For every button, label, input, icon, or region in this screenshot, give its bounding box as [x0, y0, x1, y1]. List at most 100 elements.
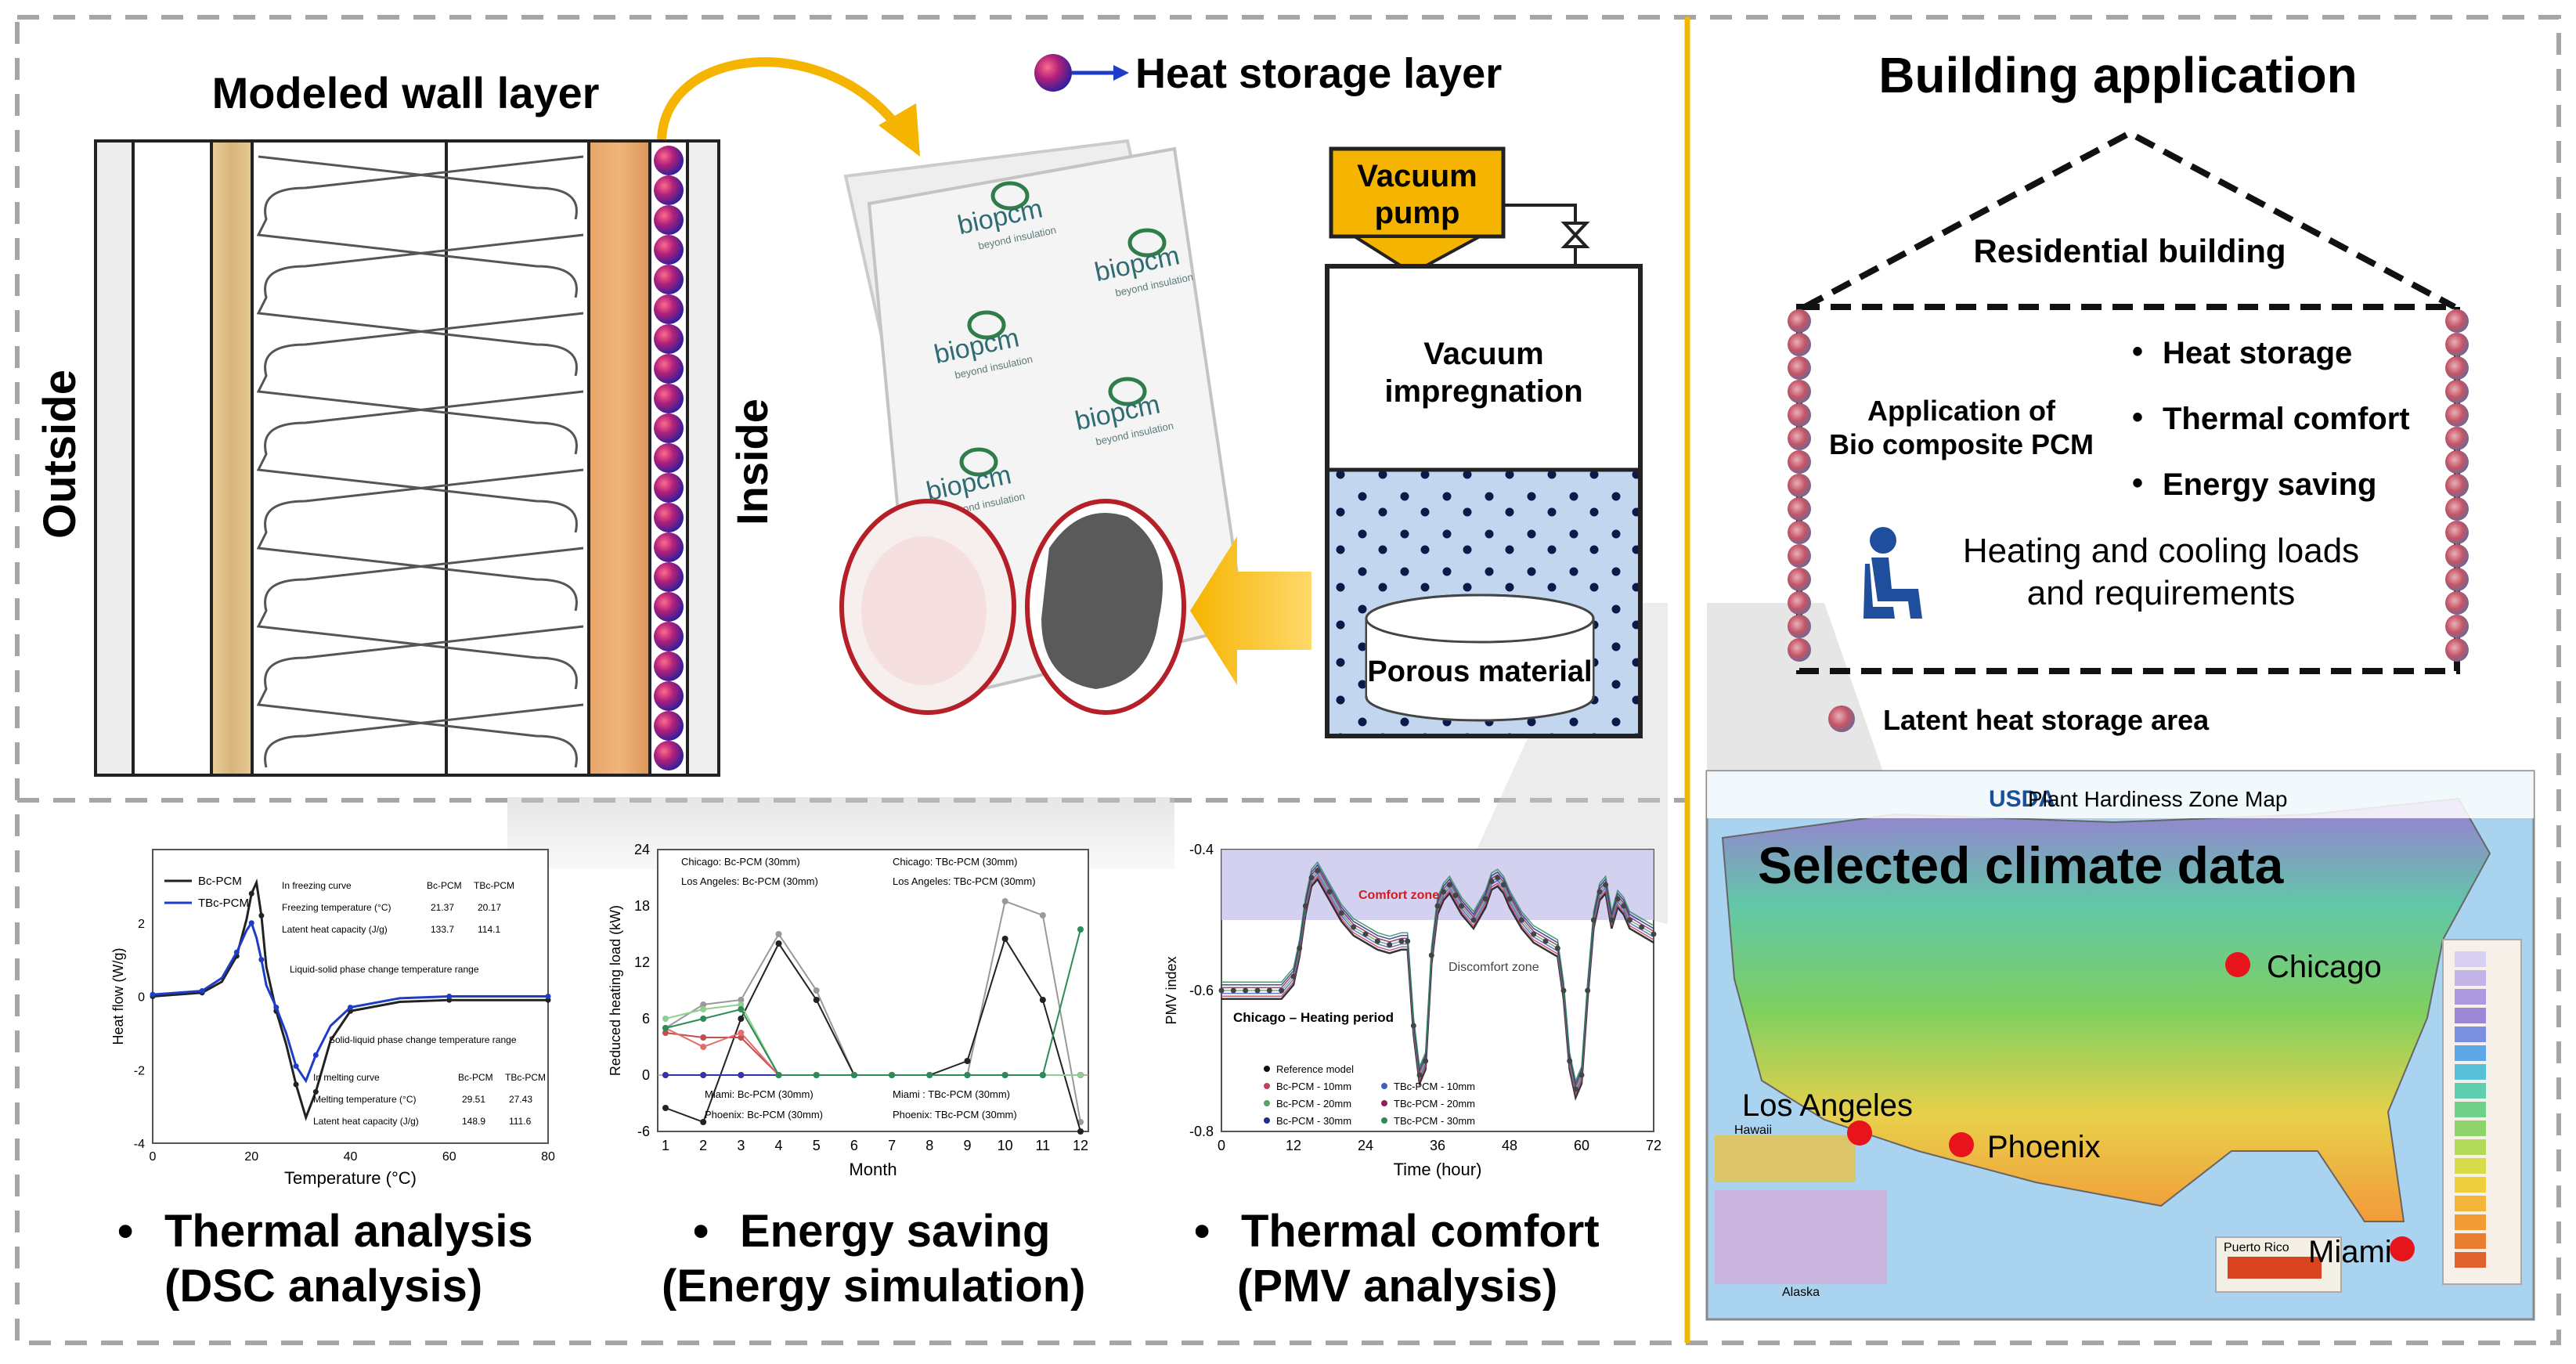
- energy-point: [813, 997, 820, 1003]
- energy-point: [1001, 1072, 1008, 1078]
- pmv-legend-label: Bc-PCM - 30mm: [1276, 1115, 1351, 1127]
- dsc-point: [348, 1005, 353, 1011]
- energy-legend-label: Miami : TBc-PCM (30mm): [893, 1088, 1010, 1100]
- puerto-rico-shape: [2228, 1257, 2322, 1279]
- pmv-x-tick: 72: [1646, 1138, 1661, 1153]
- latent-ball-icon: [2445, 403, 2469, 427]
- latent-ball-icon: [2445, 333, 2469, 356]
- pmv-x-tick: 48: [1502, 1138, 1517, 1153]
- impregnation-arrow: [1190, 536, 1311, 685]
- dsc-point: [258, 957, 265, 963]
- pmv-point: [1398, 938, 1405, 944]
- biopcm-logo-icon: [1108, 377, 1147, 406]
- latent-ball-icon: [2445, 309, 2469, 333]
- air-gap: [132, 139, 213, 777]
- energy-x-label: Month: [849, 1160, 897, 1179]
- energy-point: [700, 1006, 707, 1012]
- latent-ball-icon: [2445, 615, 2469, 638]
- dsc-table-cell: Latent heat capacity (J/g): [313, 1116, 419, 1127]
- energy-x-tick: 1: [662, 1138, 669, 1153]
- energy-point: [850, 1072, 857, 1078]
- latent-ball-icon: [2445, 356, 2469, 380]
- dsc-x-label: Temperature (°C): [284, 1168, 417, 1188]
- latent-legend-icon: [1828, 705, 1855, 732]
- zone-swatch: [2455, 1102, 2486, 1117]
- dsc-point: [248, 920, 254, 926]
- energy-x-tick: 6: [850, 1138, 858, 1153]
- pmv-series-line: [1221, 861, 1654, 1083]
- dsc-annotation: Solid-liquid phase change temperature ra…: [329, 1034, 517, 1045]
- pmv-legend-marker: [1381, 1117, 1387, 1124]
- pmv-point: [1531, 931, 1537, 937]
- energy-point: [964, 1072, 971, 1078]
- latent-ball-icon: [1788, 497, 1811, 521]
- latent-ball-icon: [1788, 380, 1811, 403]
- pmv-point: [1560, 987, 1567, 994]
- pmv-point: [1621, 903, 1627, 909]
- zone-swatch: [2455, 1120, 2486, 1136]
- latent-ball-icon: [2445, 638, 2469, 662]
- dsc-table-cell: 21.37: [431, 902, 454, 913]
- latent-ball-icon: [1788, 427, 1811, 450]
- impregnation-label-1: Vacuum: [1423, 337, 1543, 371]
- energy-x-tick: 2: [699, 1138, 707, 1153]
- inside-label: Inside: [727, 399, 777, 525]
- energy-legend-label: Miami: Bc-PCM (30mm): [705, 1088, 814, 1100]
- energy-point: [738, 1030, 745, 1036]
- pmv-point: [1518, 917, 1524, 923]
- pmv-point: [1297, 945, 1303, 951]
- valve-icon: [1560, 222, 1590, 248]
- pmv-point: [1230, 987, 1236, 994]
- chicago-dot: [2225, 952, 2250, 977]
- pmv-point: [1495, 875, 1501, 881]
- pmv-point: [1362, 931, 1369, 937]
- pmv-x-tick: 0: [1218, 1138, 1225, 1153]
- projection-band-map: [1707, 603, 1887, 783]
- pmv-point: [1506, 896, 1513, 902]
- energy-point: [738, 1006, 745, 1012]
- energy-x-tick: 10: [998, 1138, 1013, 1153]
- plywood-sheathing: [210, 139, 254, 777]
- chicago-label: Chicago: [2267, 950, 2382, 984]
- latent-ball-icon: [2445, 521, 2469, 544]
- zone-swatch: [2455, 1252, 2486, 1268]
- climate-map: Alaska Hawaii Puerto Rico USDA Plant Har…: [1705, 770, 2535, 1321]
- latent-ball-icon: [1788, 309, 1811, 333]
- application-label-2: Bio composite PCM: [1829, 428, 2094, 460]
- pmv-point: [1482, 896, 1488, 902]
- pmv-legend-marker: [1264, 1100, 1270, 1106]
- dsc-table-header: Bc-PCM: [458, 1072, 493, 1083]
- energy-series-line: [665, 929, 1081, 1076]
- dsc-y-tick: 2: [138, 918, 145, 931]
- latent-ball-icon: [2445, 474, 2469, 497]
- pmv-annotation: Comfort zone: [1358, 889, 1439, 902]
- dsc-x-tick: 0: [150, 1150, 157, 1164]
- biopcm-logo-icon: [967, 310, 1006, 340]
- zone-swatch: [2455, 989, 2486, 1005]
- pcm-ball-icon: [654, 354, 684, 384]
- energy-x-tick: 8: [925, 1138, 933, 1153]
- pmv-legend-marker: [1381, 1083, 1387, 1089]
- pcm-ball-icon: [654, 146, 684, 175]
- energy-legend-label: Chicago: TBc-PCM (30mm): [893, 856, 1017, 868]
- porous-label: Porous material: [1367, 655, 1592, 688]
- bullet-1-dot: •: [2132, 334, 2143, 369]
- pcm-ball-icon: [654, 711, 684, 741]
- latent-ball-icon: [2445, 380, 2469, 403]
- dsc-x-tick: 20: [244, 1150, 258, 1164]
- dsc-y-label: Heat flow (W/g): [110, 947, 126, 1045]
- residential-label: Residential building: [1973, 233, 2286, 269]
- exterior-cladding: [94, 139, 135, 777]
- latent-ball-icon: [2445, 450, 2469, 474]
- pmv-point: [1446, 882, 1452, 888]
- person-seated-icon: [1863, 527, 1922, 619]
- latent-ball-icon: [1788, 591, 1811, 615]
- energy-point: [662, 1072, 669, 1078]
- pmv-legend-label: TBc-PCM - 20mm: [1394, 1098, 1475, 1110]
- pmv-point: [1615, 896, 1621, 902]
- energy-legend-label: Phoenix: TBc-PCM (30mm): [893, 1109, 1017, 1120]
- pump-label-2: pump: [1375, 196, 1460, 230]
- pmv-point: [1387, 942, 1393, 947]
